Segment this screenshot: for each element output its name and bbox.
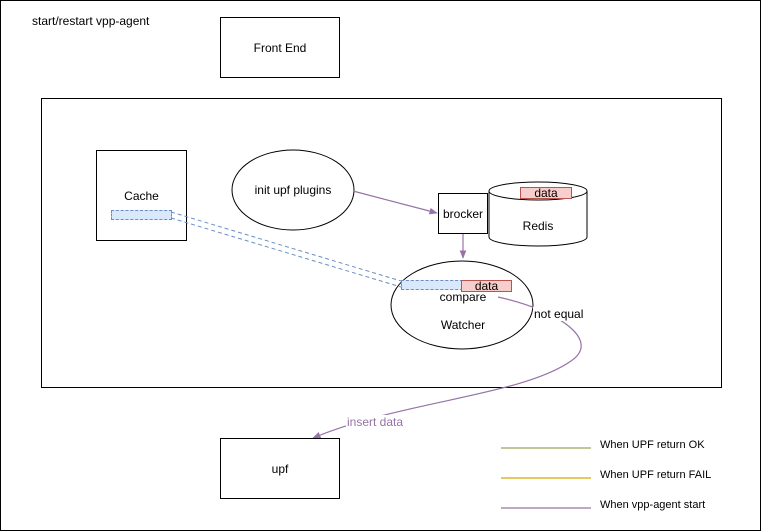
legend-label-ok: When UPF return OK xyxy=(600,439,705,451)
init-to-brocker-edge xyxy=(352,190,438,215)
brocker-node[interactable]: brocker xyxy=(438,193,488,234)
redis-node[interactable] xyxy=(488,181,588,247)
cache-entry xyxy=(111,210,172,220)
compare-label: compare xyxy=(439,290,487,304)
cache-node[interactable]: Cache xyxy=(96,150,187,241)
cache-label: Cache xyxy=(124,189,159,203)
upf-label: upf xyxy=(271,461,289,476)
init-plugins-label: init upf plugins xyxy=(254,183,332,197)
legend-label-start: When vpp-agent start xyxy=(600,499,706,511)
not-equal-label: not equal xyxy=(533,307,585,321)
redis-label: Redis xyxy=(522,219,554,233)
watcher-node[interactable] xyxy=(390,260,534,350)
cache-link-edge xyxy=(170,211,402,288)
upf-node[interactable]: upf xyxy=(220,438,340,499)
front-end-label: Front End xyxy=(253,40,307,55)
diagram-title: start/restart vpp-agent xyxy=(32,14,150,28)
front-end-node[interactable]: Front End xyxy=(220,17,340,78)
insert-data-label: insert data xyxy=(346,415,405,429)
watcher-label: Watcher xyxy=(440,318,486,332)
redis-data-field: data xyxy=(520,187,572,199)
brocker-label: brocker xyxy=(442,206,483,221)
agent-container xyxy=(41,98,722,388)
init-plugins-node[interactable] xyxy=(231,149,355,231)
legend-label-fail: When UPF return FAIL xyxy=(600,469,712,481)
watcher-data-field: data xyxy=(461,280,512,292)
watcher-cache-entry xyxy=(401,280,463,290)
